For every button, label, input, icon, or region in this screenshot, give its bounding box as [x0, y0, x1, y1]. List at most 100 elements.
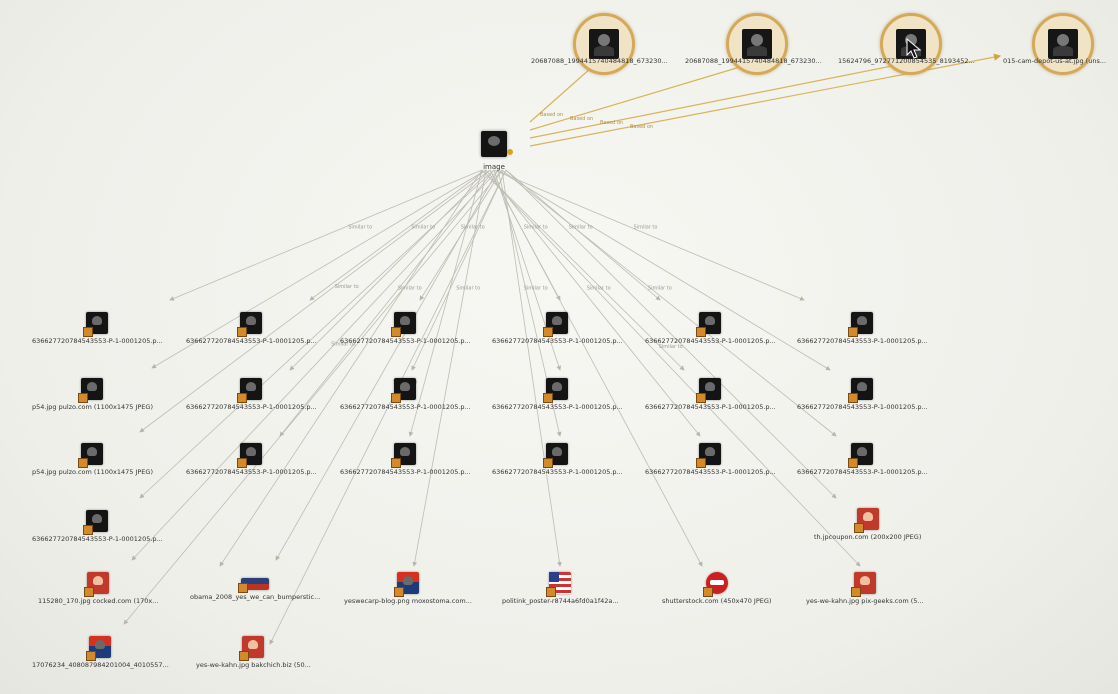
- bumper-sticker-thumbnail-icon: [238, 578, 270, 593]
- edge-label: Similar to: [634, 225, 658, 231]
- similar-node[interactable]: 636627720784543553-P-1-0001205.p...: [32, 312, 163, 345]
- image-thumbnail-icon: [391, 443, 417, 468]
- image-thumbnail-icon: [848, 312, 874, 337]
- source-node-1[interactable]: [573, 13, 635, 75]
- similar-node[interactable]: 636627720784543553-P-1-0001205.p...: [797, 378, 928, 411]
- edge-label: Similar to: [648, 286, 672, 292]
- similar-node[interactable]: 17076234_408087984201004_4010557...: [32, 636, 169, 669]
- image-thumbnail-icon: [850, 572, 876, 597]
- file-tag-icon: [238, 583, 249, 593]
- image-thumbnail-icon: [237, 378, 263, 403]
- node-label: 636627720784543553-P-1-0001205.p...: [340, 337, 471, 345]
- similar-node[interactable]: th.jpcoupon.com (200x200 JPEG): [814, 508, 921, 541]
- edge-label: Similar to: [569, 225, 593, 231]
- similar-node[interactable]: 636627720784543553-P-1-0001205.p...: [32, 510, 163, 543]
- file-tag-icon: [83, 327, 94, 337]
- similar-edge: [501, 169, 837, 437]
- similar-node[interactable]: 636627720784543553-P-1-0001205.p...: [492, 312, 623, 345]
- poster-thumbnail-icon: [86, 636, 112, 661]
- node-label: yes-we-kahn.jpg pix-geeks.com (5...: [806, 597, 924, 605]
- similar-node[interactable]: politink_poster-r8744a6fd0a1f42a...: [502, 572, 619, 605]
- similar-node[interactable]: 636627720784543553-P-1-0001205.p...: [645, 443, 776, 476]
- image-thumbnail-icon: [83, 510, 109, 535]
- node-label: 636627720784543553-P-1-0001205.p...: [797, 468, 928, 476]
- similar-node[interactable]: 636627720784543553-P-1-0001205.p...: [340, 312, 471, 345]
- similar-node[interactable]: p54.jpg pulzo.com (1100x1475 JPEG): [32, 443, 153, 476]
- node-label: 636627720784543553-P-1-0001205.p...: [492, 337, 623, 345]
- edge-label: Similar to: [524, 225, 548, 231]
- similar-node[interactable]: shutterstock.com (450x470 JPEG): [662, 572, 771, 605]
- node-label: obama_2008_yes_we_can_bumperstic...: [190, 593, 321, 601]
- portrait-thumbnail-icon: [742, 29, 772, 59]
- similar-node[interactable]: 636627720784543553-P-1-0001205.p...: [797, 443, 928, 476]
- similar-node[interactable]: 636627720784543553-P-1-0001205.p...: [645, 378, 776, 411]
- similar-edge: [497, 169, 831, 371]
- similar-edge: [151, 169, 487, 369]
- file-tag-icon: [239, 651, 250, 661]
- similar-node[interactable]: 636627720784543553-P-1-0001205.p...: [186, 312, 317, 345]
- similar-node[interactable]: yes-we-kahn.jpg pix-geeks.com (5...: [806, 572, 924, 605]
- node-label: 636627720784543553-P-1-0001205.p...: [797, 403, 928, 411]
- edge-label: Similar to: [587, 286, 611, 292]
- similar-node[interactable]: 636627720784543553-P-1-0001205.p...: [186, 443, 317, 476]
- node-label: 636627720784543553-P-1-0001205.p...: [186, 403, 317, 411]
- image-thumbnail-icon: [848, 378, 874, 403]
- file-tag-icon: [78, 393, 89, 403]
- similar-node[interactable]: 636627720784543553-P-1-0001205.p...: [186, 378, 317, 411]
- portrait-thumbnail-icon: [589, 29, 619, 59]
- edge-label: Based on: [570, 116, 593, 122]
- edge-label: Similar to: [659, 344, 683, 350]
- similar-node[interactable]: 636627720784543553-P-1-0001205.p...: [492, 443, 623, 476]
- image-thumbnail-icon: [84, 572, 110, 597]
- edge-label: Based on: [630, 124, 653, 130]
- similar-node[interactable]: 115280_170.jpg cocked.com (170x...: [38, 572, 158, 605]
- node-label: p54.jpg pulzo.com (1100x1475 JPEG): [32, 468, 153, 476]
- similar-node[interactable]: 636627720784543553-P-1-0001205.p...: [340, 443, 471, 476]
- similar-node[interactable]: obama_2008_yes_we_can_bumperstic...: [190, 572, 320, 601]
- similar-node[interactable]: 636627720784543553-P-1-0001205.p...: [797, 312, 928, 345]
- node-label: 17076234_408087984201004_4010557...: [32, 661, 169, 669]
- similar-edge: [501, 169, 562, 567]
- image-thumbnail-icon: [237, 312, 263, 337]
- file-tag-icon: [853, 523, 864, 533]
- source-node-label: 20687088_1994415740484818_673230...: [531, 57, 668, 65]
- similar-node[interactable]: yeswecarp-blog.png moxostoma.com...: [344, 572, 472, 605]
- source-node-2[interactable]: [726, 13, 788, 75]
- similar-edge: [279, 169, 495, 437]
- node-label: shutterstock.com (450x470 JPEG): [662, 597, 772, 605]
- edge-label: Similar to: [335, 284, 359, 290]
- similar-edge: [481, 169, 685, 371]
- node-label: 636627720784543553-P-1-0001205.p...: [32, 337, 163, 345]
- node-label: 636627720784543553-P-1-0001205.p...: [340, 403, 471, 411]
- based-on-edge: [529, 61, 904, 139]
- file-tag-icon: [543, 327, 554, 337]
- image-thumbnail-icon: [83, 312, 109, 337]
- similar-node[interactable]: 636627720784543553-P-1-0001205.p...: [340, 378, 471, 411]
- similar-edge: [309, 169, 487, 301]
- file-tag-icon: [848, 393, 859, 403]
- file-tag-icon: [237, 393, 248, 403]
- file-tag-icon: [696, 393, 707, 403]
- similar-node[interactable]: 636627720784543553-P-1-0001205.p...: [645, 312, 776, 345]
- image-thumbnail-icon: [543, 312, 569, 337]
- similar-edge: [505, 169, 837, 499]
- image-thumbnail-icon: [696, 443, 722, 468]
- source-node-4[interactable]: [1032, 13, 1094, 75]
- node-label: th.jpcoupon.com (200x200 JPEG): [814, 533, 922, 541]
- source-node-label: 15624796_972771200854535_8193452...: [838, 57, 975, 65]
- node-label: 636627720784543553-P-1-0001205.p...: [492, 468, 623, 476]
- similar-node[interactable]: p54.jpg pulzo.com (1100x1475 JPEG): [32, 378, 153, 411]
- image-thumbnail-icon: [848, 443, 874, 468]
- file-tag-icon: [850, 587, 861, 597]
- image-thumbnail-icon: [391, 312, 417, 337]
- similar-node[interactable]: yes-we-kahn.jpg bakchich.biz (50...: [196, 636, 311, 669]
- image-thumbnail-icon: [696, 378, 722, 403]
- similar-node[interactable]: 636627720784543553-P-1-0001205.p...: [492, 378, 623, 411]
- similar-edge: [493, 169, 805, 301]
- similar-edge: [289, 169, 491, 371]
- mouse-cursor-icon: [906, 38, 922, 59]
- similar-edge: [169, 169, 483, 301]
- hub-node[interactable]: image: [481, 131, 513, 171]
